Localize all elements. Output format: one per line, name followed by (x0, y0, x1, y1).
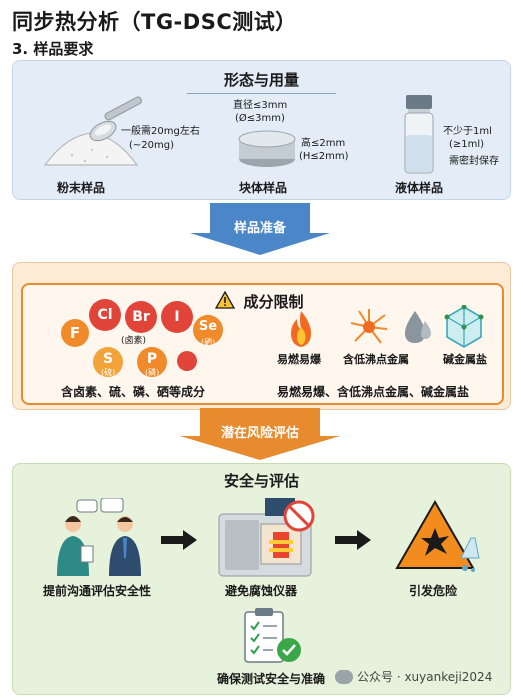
element-dot (177, 351, 197, 371)
block-sample-icon (238, 130, 296, 167)
halogen-note: (卤素) (121, 336, 147, 346)
element-f: F (61, 319, 89, 347)
wechat-icon (335, 669, 353, 684)
block-height-line1: 高≤2mm (301, 138, 346, 149)
liquid-sample-label: 液体样品 (395, 181, 444, 195)
block-dia-line1: 直径≤3mm (233, 100, 288, 111)
right-arrow-icon-2 (335, 530, 371, 550)
hazards-caption: 易燃易爆、含低沸点金属、碱金属盐 (277, 385, 470, 399)
watermark-text: 公众号 · xuyankeji2024 (357, 670, 493, 684)
sample-prep-label: 样品准备 (233, 221, 286, 236)
instrument-icon (218, 498, 315, 577)
selenium-note: (硒) (201, 338, 216, 347)
watermark: 公众号 · xuyankeji2024 (335, 668, 492, 685)
flame-icon (291, 311, 311, 347)
composition-limits-section: 成分限制 F Cl Br I Se (硒) (卤素) S (硫) P (磷) 含… (12, 262, 511, 410)
people-discussion-icon (57, 498, 141, 576)
liquid-note-line3: 需密封保存 (449, 156, 499, 167)
element-i: I (161, 301, 193, 333)
safety-result-label: 确保测试安全与准确 (217, 672, 326, 686)
block-height-line2: (H≤2mm) (299, 151, 349, 162)
warning-icon (215, 291, 235, 309)
element-cl: Cl (89, 299, 121, 331)
crystal-salt-icon (444, 305, 484, 348)
liquid-note-line1: 不少于1ml (443, 126, 492, 137)
powder-sample-label: 粉末样品 (57, 181, 106, 195)
powder-note-line1: 一般需20mg左右 (121, 126, 200, 137)
risk-assessment-arrow: 潜在风险评估 (180, 408, 340, 460)
metal-burst-icon (350, 309, 388, 344)
elements-caption: 含卤素、硫、磷、硒等成分 (61, 385, 206, 399)
powder-sample-icon (43, 96, 142, 166)
phosphorus-note: (磷) (145, 368, 160, 377)
form-and-dosage-section: 形态与用量 一般需20mg左右 (~20mg) 粉末样品 直径≤3mm (Ø≤3… (12, 60, 511, 200)
liquid-vial-icon (404, 95, 434, 174)
page-title: 同步热分析（TG-DSC测试） (12, 10, 297, 34)
section-title-form: 形态与用量 (13, 69, 510, 94)
page-subtitle: 3. 样品要求 (12, 40, 94, 58)
block-sample-label: 块体样品 (239, 181, 288, 195)
right-arrow-icon (161, 530, 197, 550)
element-s: S (93, 347, 123, 377)
hazard-metal-label: 含低沸点金属 (343, 353, 409, 366)
section-title-safety: 安全与评估 (223, 472, 299, 490)
element-s-symbol: S (102, 351, 114, 367)
explosion-warning-icon (395, 499, 480, 572)
section-title-limits: 成分限制 (243, 293, 304, 311)
element-p: P (137, 347, 167, 377)
checklist-icon (244, 608, 301, 663)
powder-note-line2: (~20mg) (129, 140, 174, 151)
safety-section: 安全与评估 提前沟通评估安全性 避免腐蚀仪 (12, 463, 511, 695)
sulfur-note: (硫) (101, 368, 116, 377)
element-br: Br (125, 301, 157, 333)
safety-step3-label: 引发危险 (409, 584, 458, 598)
hazard-salt-label: 碱金属盐 (443, 353, 487, 366)
hazard-flammable-label: 易燃易爆 (277, 353, 321, 366)
element-se: Se (193, 315, 223, 345)
droplet-icon (405, 311, 431, 343)
block-dia-line2: (Ø≤3mm) (235, 113, 285, 124)
sample-prep-arrow: 样品准备 (190, 203, 330, 255)
safety-step1-label: 提前沟通评估安全性 (43, 584, 152, 598)
element-p-symbol: P (146, 351, 158, 367)
risk-assessment-label: 潜在风险评估 (220, 426, 299, 441)
safety-step2-label: 避免腐蚀仪器 (225, 584, 298, 598)
element-se-symbol: Se (198, 319, 218, 334)
liquid-note-line2: (≥1ml) (449, 139, 485, 150)
